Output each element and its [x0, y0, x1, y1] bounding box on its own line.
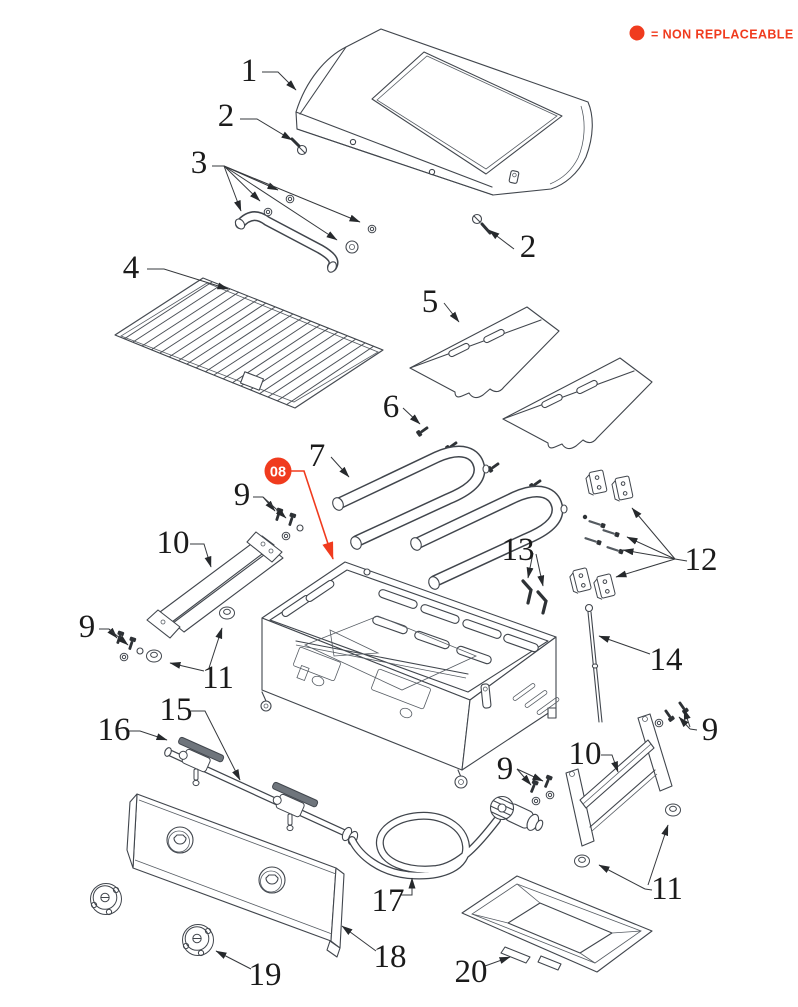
leader-bolt-set-right [678, 708, 698, 731]
callout-labels: 1 2 3 2 4 5 6 7 9 10 13 12 9 14 11 15 16… [79, 53, 719, 993]
heat-plate-parts [409, 306, 653, 450]
firebox-part [260, 561, 560, 789]
firebox-louvers [281, 579, 539, 665]
callout-left-leg: 10 [157, 525, 190, 561]
leader-heat-plate-screw [402, 407, 421, 425]
leader-heat-plate [443, 302, 460, 323]
leader-firebox-red [291, 470, 334, 560]
lid-screw-right-part [471, 213, 492, 235]
callout-cooking-grate: 4 [123, 250, 140, 286]
leader-bolt-set-lower-left [99, 627, 129, 646]
lid-latch [508, 170, 520, 184]
bolt-set-upper-left [273, 507, 304, 541]
leader-hinge-brackets [615, 507, 688, 578]
leader-knob [215, 950, 252, 970]
leader-lines [99, 71, 698, 970]
non-replaceable-dot [629, 25, 645, 41]
callout-control-panel: 18 [374, 939, 407, 975]
right-leg-frame-part [565, 713, 673, 847]
regulator [489, 795, 544, 832]
highlight-callout-firebox: 08 [264, 457, 334, 560]
callout-bolt-set-right: 9 [702, 712, 719, 748]
leader-control-panel [341, 925, 377, 952]
knob-recess [166, 826, 194, 854]
callout-control-knob: 19 [249, 957, 282, 993]
callout-lid: 1 [241, 53, 258, 89]
callout-lid-screw-left: 2 [218, 98, 235, 134]
leader-lid [262, 71, 297, 91]
lid-part [295, 28, 593, 196]
callout-igniter-bolts: 13 [502, 532, 535, 568]
highlight-badge [264, 457, 292, 485]
control-knob-parts [90, 883, 214, 957]
leader-right-feet [598, 824, 669, 891]
grease-tray-part [461, 875, 653, 973]
bolt-set-bottom [528, 774, 555, 806]
left-leg-part [146, 531, 284, 639]
callout-burner: 7 [309, 438, 326, 474]
callout-hose-regulator: 17 [372, 883, 405, 919]
caster-wheel [260, 691, 557, 789]
callout-grease-tray: 20 [455, 954, 488, 990]
leader-bolt-set-bottom [516, 768, 544, 786]
lid-screw-left-part [290, 137, 308, 156]
callout-handle-hardware: 3 [191, 145, 208, 181]
burner-parts [332, 445, 568, 590]
leader-grate [147, 268, 229, 290]
valve-assembly [264, 781, 319, 832]
control-panel-part [126, 793, 345, 958]
leader-handle-hardware [212, 165, 361, 241]
crossover-rod-part [584, 603, 603, 723]
handle-part [234, 194, 377, 273]
highlight-badge-label: 08 [270, 465, 286, 481]
leader-right-leg [601, 754, 619, 773]
leader-bolt-set-upper-left [253, 496, 287, 519]
legend-text: = NON REPLACEABLE [651, 28, 794, 42]
callout-heat-plate: 5 [422, 284, 439, 320]
callout-valve: 16 [98, 712, 131, 748]
leader-lid-screw-right [488, 229, 515, 250]
leader-lid-screw-left [240, 118, 293, 141]
callout-manifold: 15 [160, 692, 193, 728]
leader-left-feet [169, 627, 223, 672]
leader-rod [598, 635, 651, 655]
leader-valve [129, 730, 168, 741]
callout-right-leg: 10 [569, 736, 602, 772]
hose-regulator-part [348, 795, 544, 880]
legend: = NON REPLACEABLE [629, 25, 794, 42]
knob-recess [258, 866, 286, 894]
handle-ferrule [345, 240, 359, 254]
leader-left-leg [190, 543, 212, 568]
callout-bolt-set-lower-left: 9 [79, 609, 96, 645]
callout-left-feet: 11 [202, 660, 234, 696]
leader-manifold [191, 710, 241, 781]
hinge-bracket-parts [568, 469, 634, 601]
leader-burner [330, 456, 350, 478]
leader-hose [401, 877, 416, 896]
callout-crossover-rod: 14 [650, 642, 683, 678]
cooking-grate-part [114, 277, 384, 409]
callout-bolt-set-upper-left: 9 [234, 477, 251, 513]
callout-bolt-set-bottom: 9 [497, 751, 514, 787]
firebox-latch [480, 683, 492, 709]
bolt-set-lower-left [114, 630, 144, 662]
callout-hinge-brackets: 12 [685, 542, 718, 578]
callout-right-feet: 11 [651, 871, 683, 907]
callout-lid-screw-right: 2 [520, 229, 537, 265]
leader-grease-tray [484, 956, 511, 967]
valve-assembly [170, 736, 225, 787]
callout-heat-plate-screw: 6 [383, 389, 400, 425]
igniter-bolt-parts [521, 579, 548, 615]
leader-igniter-bolts [526, 552, 545, 587]
